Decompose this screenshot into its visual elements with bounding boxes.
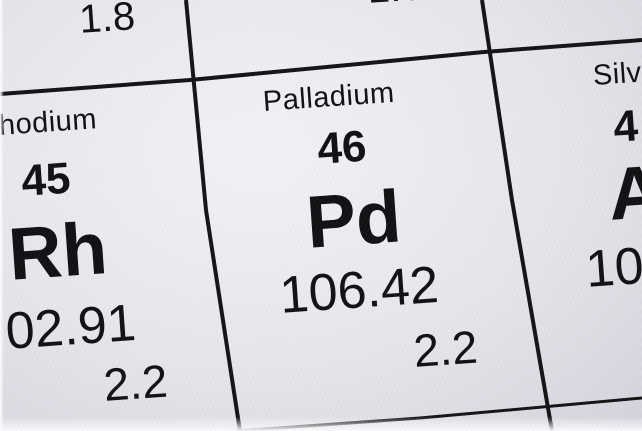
rhodium-symbol: Rh (5, 206, 110, 296)
palladium-mass: 106.42 (277, 255, 441, 325)
silver-name: Silv (591, 56, 642, 92)
grid-line-left (184, 0, 242, 431)
left-edge-highlight (0, 0, 4, 431)
silver-mass: 10 (583, 236, 642, 299)
top-left-value: 1.8 (77, 0, 137, 42)
top-middle-value: 1.0 (366, 0, 425, 12)
rhodium-mass: 02.91 (3, 293, 138, 361)
palladium-number: 46 (315, 121, 369, 174)
grid-line-right (480, 0, 554, 431)
palladium-electronegativity: 2.2 (411, 320, 480, 377)
rhodium-electronegativity: 2.2 (101, 354, 170, 411)
bottom-edge-highlight (0, 417, 642, 431)
rhodium-number: 45 (19, 153, 73, 206)
silver-symbol: A (605, 149, 642, 236)
palladium-symbol: Pd (303, 174, 404, 264)
rhodium-name: hodium (0, 103, 98, 142)
grid-line-top (0, 38, 642, 96)
silver-number: 4 (611, 101, 640, 152)
